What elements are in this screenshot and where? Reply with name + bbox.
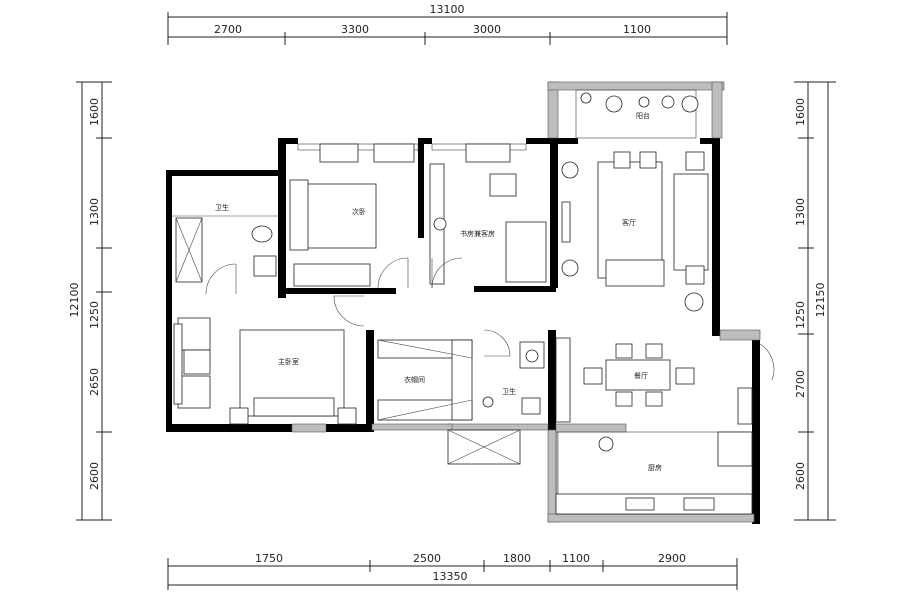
room-label-closet: 衣帽间 (404, 375, 425, 384)
bottom-dim-3: 1800 (503, 552, 531, 565)
top-total-dim: 13100 (430, 3, 465, 16)
right-dim-4: 2700 (794, 370, 807, 398)
top-dimension-chain: 13100 2700 3300 3000 1100 (167, 3, 728, 45)
dining-room: 餐厅 (583, 343, 775, 425)
room-label-living: 客厅 (622, 218, 636, 227)
right-dim-5: 2600 (794, 462, 807, 490)
bathroom-top: 卫生 (172, 203, 278, 295)
room-label-balcony: 阳台 (636, 111, 650, 120)
partition-walls (291, 81, 761, 523)
top-dim-4: 1100 (623, 23, 651, 36)
left-dim-3: 1250 (88, 301, 101, 329)
left-dimension-chain: 12100 1600 1300 1250 2650 2600 (68, 81, 112, 521)
top-dim-1: 2700 (214, 23, 242, 36)
right-dim-2: 1300 (794, 198, 807, 226)
room-label-bathroom-main: 卫生 (502, 387, 516, 396)
bottom-dim-5: 2900 (658, 552, 686, 565)
kitchen: 厨房 (555, 431, 753, 515)
walk-in-closet: 衣帽间 (377, 339, 473, 421)
left-total-dim: 12100 (68, 283, 81, 318)
right-dimension-chain: 1600 1300 1250 2700 2600 12150 (794, 81, 836, 521)
top-dim-2: 3300 (341, 23, 369, 36)
room-label-study: 书房兼客房 (460, 229, 495, 238)
right-total-dim: 12150 (814, 283, 827, 318)
bottom-dim-4: 1100 (562, 552, 590, 565)
left-dim-2: 1300 (88, 198, 101, 226)
room-label-dining: 餐厅 (634, 371, 648, 380)
walls (166, 138, 760, 524)
room-label-master-bedroom: 主卧室 (278, 357, 299, 366)
bottom-dim-2: 2500 (413, 552, 441, 565)
right-dim-1: 1600 (794, 98, 807, 126)
bathroom-main: 卫生 (482, 329, 571, 423)
living-room: 客厅 (561, 151, 709, 312)
left-dim-1: 1600 (88, 98, 101, 126)
study: 书房兼客房 (429, 143, 547, 289)
room-label-kitchen: 厨房 (648, 463, 662, 472)
top-dim-3: 3000 (473, 23, 501, 36)
bottom-dim-1: 1750 (255, 552, 283, 565)
bottom-total-dim: 13350 (433, 570, 468, 583)
left-dim-4: 2650 (88, 368, 101, 396)
secondary-bedroom: 次卧 (289, 143, 419, 289)
room-label-bathroom-top: 卫生 (215, 203, 229, 212)
right-dim-3: 1250 (794, 301, 807, 329)
balcony: 阳台 (575, 89, 699, 139)
entry-cabinet (447, 429, 521, 465)
master-bedroom: 主卧室 (173, 295, 365, 425)
left-dim-5: 2600 (88, 462, 101, 490)
bottom-dimension-chain: 1750 2500 1800 1100 2900 13350 (167, 552, 738, 590)
room-label-bedroom-secondary: 次卧 (352, 207, 366, 216)
